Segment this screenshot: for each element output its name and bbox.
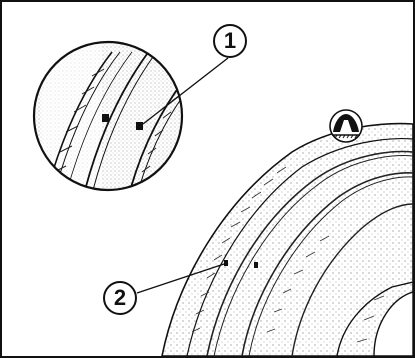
tread-wear-indicator-icon (327, 108, 365, 144)
tire-body (162, 124, 413, 356)
callout-2: 2 (103, 281, 137, 315)
magnified-detail (34, 42, 192, 202)
tire-illustration (2, 2, 413, 356)
callout-1: 1 (213, 24, 247, 58)
